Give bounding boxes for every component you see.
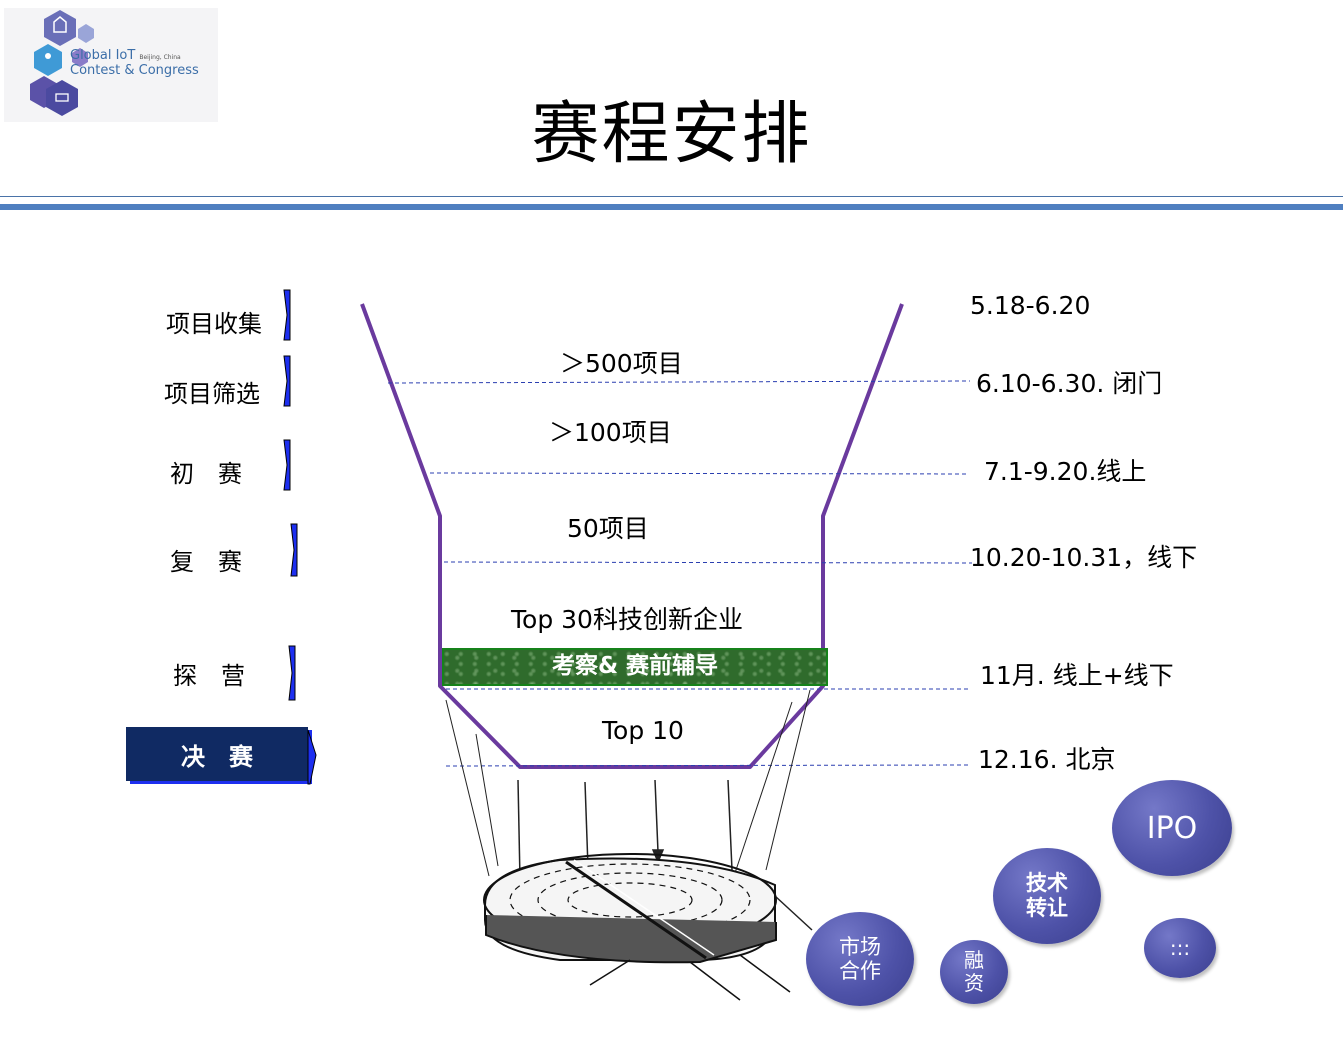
count-50: 50项目 xyxy=(567,514,649,543)
stage-camp: 探 营 xyxy=(173,662,245,690)
stage-semi: 复 赛 xyxy=(170,548,242,576)
bubble-tech-transfer: 技术转让 xyxy=(993,848,1101,944)
bubble-ipo: IPO xyxy=(1112,780,1232,876)
logo-hexagons-icon xyxy=(4,8,218,122)
stage-prelim: 初 赛 xyxy=(170,460,242,488)
date-camp: 11月. 线上+线下 xyxy=(980,661,1174,690)
page-title: 赛程安排 xyxy=(531,95,812,174)
stage-collect: 项目收集 xyxy=(166,310,262,338)
count-500: ＞500项目 xyxy=(560,349,683,378)
bubble-financing: 融资 xyxy=(940,940,1008,1004)
converging-lines xyxy=(445,689,811,877)
bubble-market: 市场合作 xyxy=(806,912,914,1006)
funnel-outline xyxy=(360,303,904,769)
date-collect: 5.18-6.20 xyxy=(970,291,1091,320)
logo-line2: Contest & Congress xyxy=(70,63,199,78)
date-screen: 6.10-6.30. 闭门 xyxy=(976,369,1163,398)
camp-band: 考察& 赛前辅导 xyxy=(442,648,828,686)
stage-final: 决 赛 xyxy=(126,727,308,781)
date-prelim: 7.1-9.20.线上 xyxy=(984,457,1147,486)
date-semi: 10.20-10.31，线下 xyxy=(970,543,1198,572)
date-final: 12.16. 北京 xyxy=(978,745,1116,774)
dashed-guides xyxy=(387,380,973,767)
count-top30: Top 30科技创新企业 xyxy=(511,605,743,634)
stage-screen: 项目筛选 xyxy=(164,380,260,408)
count-100: ＞100项目 xyxy=(549,418,672,447)
disk-illustration xyxy=(483,853,791,1001)
divider-thin xyxy=(0,196,1343,197)
divider-thick xyxy=(0,204,1343,210)
logo xyxy=(4,8,218,122)
stage-arrow-icons xyxy=(283,289,317,785)
bubble-more: ::: xyxy=(1144,918,1216,978)
count-top10: Top 10 xyxy=(602,716,684,745)
